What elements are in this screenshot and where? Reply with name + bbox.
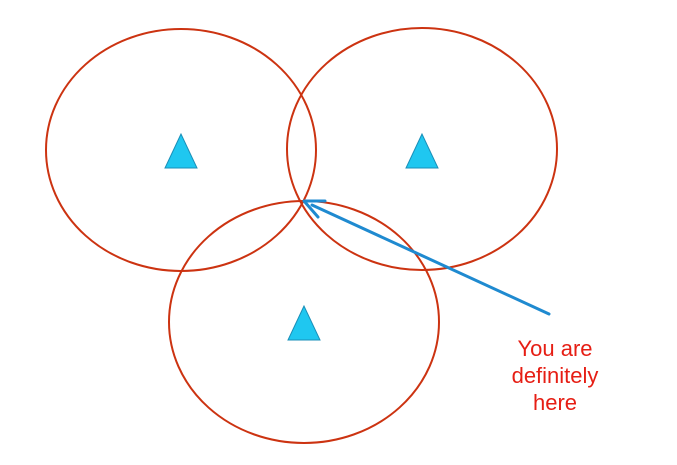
location-label-line-3: here <box>533 390 577 415</box>
location-arrow <box>302 199 551 316</box>
station-right-triangle-icon <box>405 132 439 169</box>
station-bottom-triangle-icon <box>287 304 321 341</box>
location-label-line-2: definitely <box>512 363 599 388</box>
location-label-line-1: You are <box>517 336 592 361</box>
station-left-triangle-icon <box>164 132 198 169</box>
range-circle-right <box>286 27 558 271</box>
location-label: You are definitely here <box>512 336 599 415</box>
